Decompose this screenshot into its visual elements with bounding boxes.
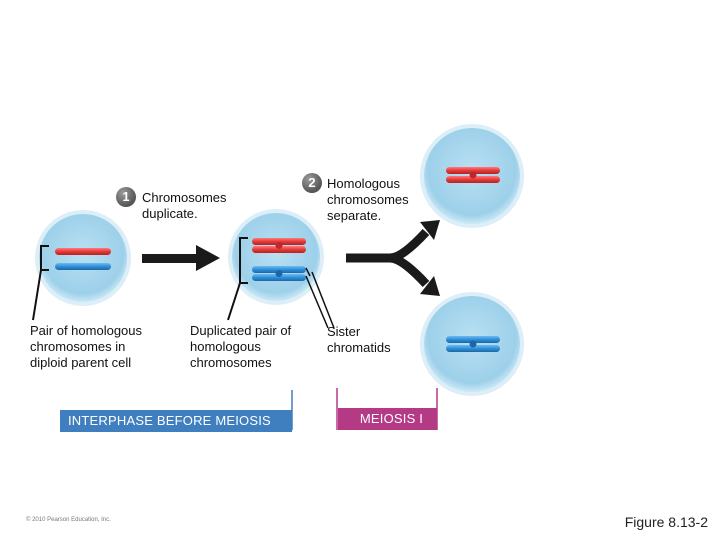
sister-chromatids-label: Sister chromatids xyxy=(327,324,391,355)
blue-sister-chromatids xyxy=(252,266,306,281)
duplicated-cell xyxy=(228,209,324,305)
daughter-cell-top xyxy=(420,124,524,228)
interphase-stage-bar: INTERPHASE BEFORE MEIOSIS xyxy=(60,410,292,432)
step-1-badge: 1 xyxy=(116,187,136,207)
parent-pair-bracket xyxy=(32,245,49,321)
duplicate-arrow xyxy=(142,245,220,271)
copyright-notice: © 2010 Pearson Education, Inc. xyxy=(26,517,111,523)
daughter-cell-bottom xyxy=(420,292,524,396)
red-sister-chromatids xyxy=(252,238,306,253)
meiosis-stage-bar: MEIOSIS I xyxy=(338,408,437,430)
step-2-text: Homologous chromosomes separate. xyxy=(327,176,409,223)
parent-pair-label: Pair of homologous chromosomes in diploi… xyxy=(30,323,143,370)
step-2-badge: 2 xyxy=(302,173,322,193)
sister-chromatid-pointers xyxy=(305,267,335,329)
step-1-text: Chromosomes duplicate. xyxy=(142,190,227,221)
separate-arrow-head-down xyxy=(420,276,440,296)
duplicated-pair-bracket xyxy=(227,237,248,321)
duplicated-pair-label: Duplicated pair of homologous chromosome… xyxy=(190,323,292,370)
separate-arrow-head-up xyxy=(420,220,440,240)
figure-number: Figure 8.13-2 xyxy=(624,514,708,530)
blue-chromosome xyxy=(55,263,111,270)
parent-cell xyxy=(35,210,131,306)
separate-arrow xyxy=(346,228,430,288)
red-chromosome xyxy=(55,248,111,255)
